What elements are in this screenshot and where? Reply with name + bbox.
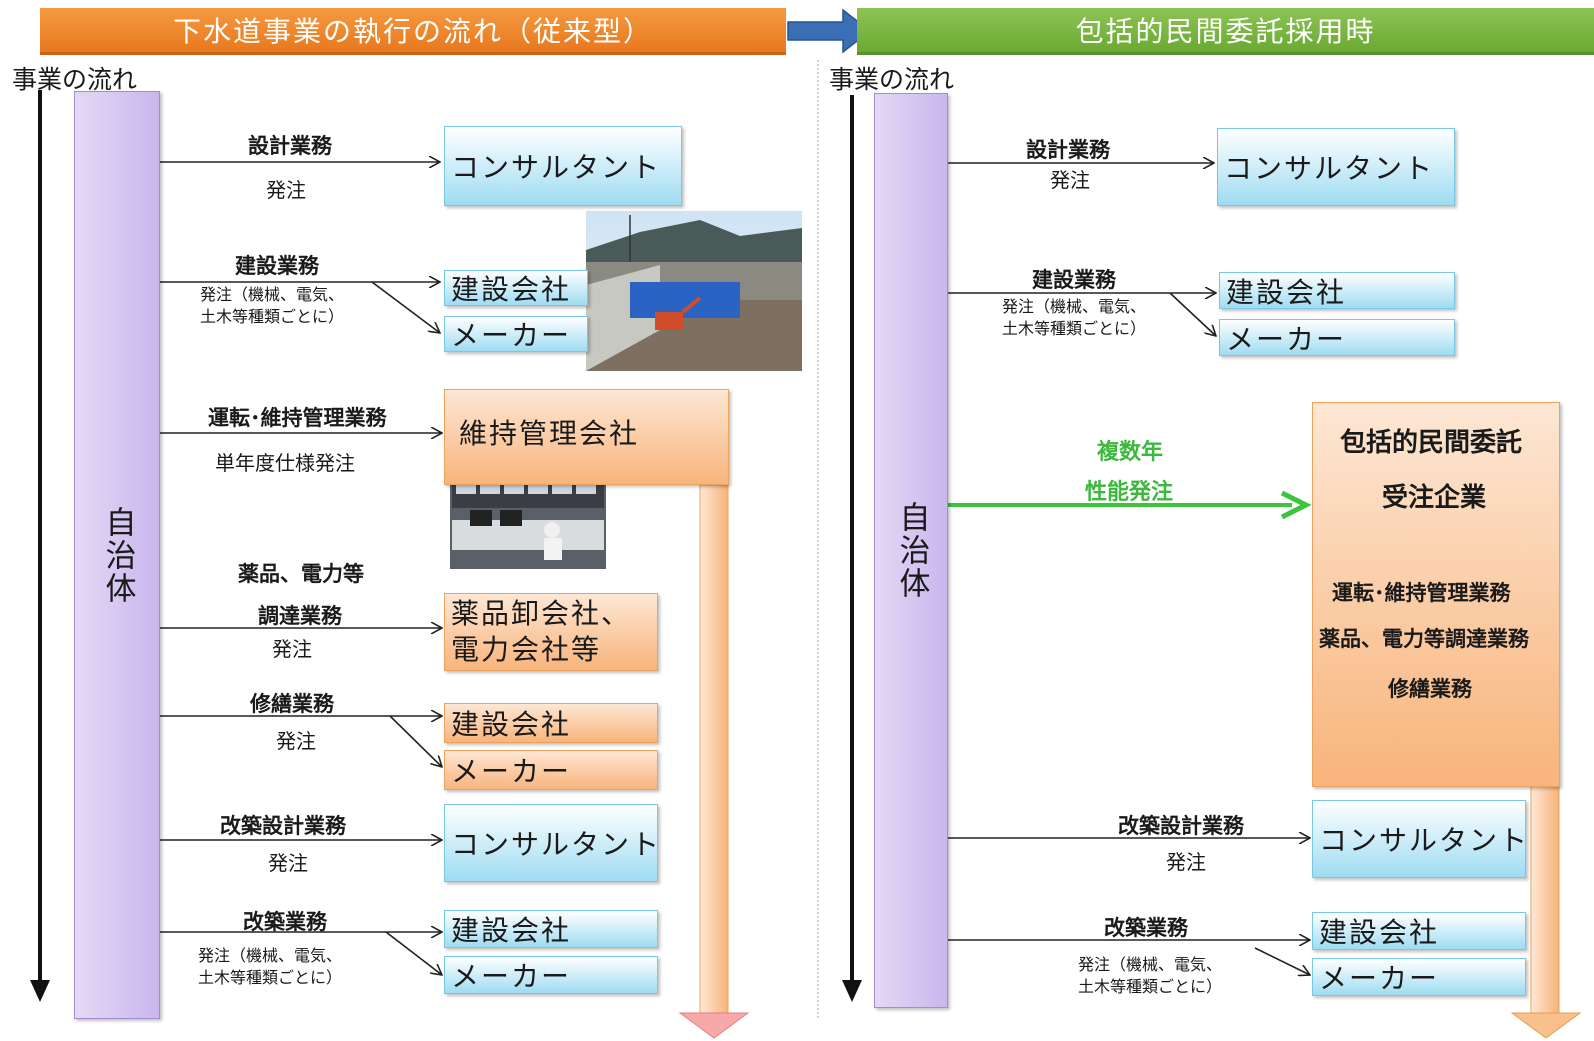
right-redesign-sub: 発注 <box>1166 850 1206 874</box>
left-repair-maker-box: メーカー <box>444 750 658 790</box>
left-rebuild-sub2: 土木等種類ごとに） <box>198 968 343 987</box>
right-rebuild-sub2: 土木等種類ごとに） <box>1078 977 1223 996</box>
right-construct-company-box: 建設会社 <box>1219 272 1455 309</box>
left-repair-sub: 発注 <box>276 729 316 753</box>
left-rebuild-maker-box: メーカー <box>444 956 658 994</box>
left-timeline-arrow <box>30 90 50 1002</box>
right-rebuild-sub1: 発注（機械、電気、 <box>1078 955 1223 974</box>
green-arrow <box>947 490 1312 520</box>
left-rebuild-sub1: 発注（機械、電気、 <box>198 946 343 965</box>
right-connectors <box>945 163 1310 975</box>
left-orange-flow-band <box>678 484 750 1039</box>
right-contractor-item-operation: 運転･維持管理業務 <box>1332 581 1511 605</box>
left-actor-municipality: 自治体 <box>74 91 160 1019</box>
left-design-sub: 発注 <box>266 178 306 202</box>
left-construct-sub2: 土木等種類ごとに） <box>200 307 345 326</box>
right-construct-sub2: 土木等種類ごとに） <box>1002 319 1147 338</box>
left-procure-title1: 薬品、電力等 <box>238 562 364 586</box>
left-connectors <box>160 162 442 975</box>
left-flow-label: 事業の流れ <box>12 65 138 94</box>
right-actor-municipality: 自治体 <box>874 93 948 1008</box>
right-rebuild-company-box: 建設会社 <box>1312 912 1526 950</box>
right-construct-sub1: 発注（機械、電気、 <box>1002 297 1147 316</box>
left-procure-title2: 調達業務 <box>258 604 342 628</box>
left-rebuild-title: 改築業務 <box>243 910 327 934</box>
right-contractor-box <box>1312 402 1560 787</box>
right-contractor-item-procurement: 薬品、電力等調達業務 <box>1319 627 1529 651</box>
left-construct-company-box: 建設会社 <box>444 270 588 306</box>
right-flow-label: 事業の流れ <box>829 65 955 94</box>
transition-arrow <box>787 8 872 54</box>
left-rebuild-company-box: 建設会社 <box>444 910 658 948</box>
left-operate-maintenance-box: 維持管理会社 <box>444 389 729 485</box>
left-repair-company-box: 建設会社 <box>444 703 658 743</box>
left-procure-supplier-box: 薬品卸会社、 電力会社等 <box>444 593 658 671</box>
left-panel-banner: 下水道事業の執行の流れ（従来型） <box>40 8 786 55</box>
right-rebuild-title: 改築業務 <box>1104 916 1188 940</box>
right-design-title: 設計業務 <box>1026 138 1110 162</box>
left-procure-supplier-line1: 薬品卸会社、 <box>451 597 632 630</box>
right-contractor-title1: 包括的民間委託 <box>1340 428 1523 458</box>
left-operate-sub: 単年度仕様発注 <box>215 451 355 475</box>
right-contractor-item-repair: 修繕業務 <box>1388 677 1472 701</box>
right-multiyear-label: 複数年 <box>1097 440 1164 465</box>
left-operate-title: 運転･維持管理業務 <box>208 406 387 430</box>
right-rebuild-maker-box: メーカー <box>1312 958 1526 996</box>
right-redesign-title: 改築設計業務 <box>1118 814 1244 838</box>
right-construct-maker-box: メーカー <box>1219 319 1455 356</box>
left-construct-title: 建設業務 <box>235 254 319 278</box>
right-timeline-arrow <box>842 95 862 1002</box>
left-design-title: 設計業務 <box>248 134 332 158</box>
construction-photo <box>586 211 802 371</box>
left-construct-maker-box: メーカー <box>444 316 588 352</box>
right-panel-banner: 包括的民間委託採用時 <box>857 8 1594 55</box>
left-redesign-consultant-box: コンサルタント <box>444 804 659 882</box>
left-redesign-sub: 発注 <box>268 851 308 875</box>
right-design-sub: 発注 <box>1050 168 1090 192</box>
left-procure-sub: 発注 <box>272 637 312 661</box>
left-design-consultant-box: コンサルタント <box>444 126 682 206</box>
left-repair-title: 修繕業務 <box>250 692 334 716</box>
left-construct-sub1: 発注（機械、電気、 <box>200 285 345 304</box>
right-design-consultant-box: コンサルタント <box>1217 128 1455 206</box>
right-contractor-title2: 受注企業 <box>1382 483 1487 513</box>
left-redesign-title: 改築設計業務 <box>220 814 346 838</box>
right-orange-flow-band <box>1510 782 1582 1039</box>
right-construct-title: 建設業務 <box>1032 268 1116 292</box>
right-redesign-consultant-box: コンサルタント <box>1312 800 1527 878</box>
left-procure-supplier-line2: 電力会社等 <box>451 633 602 666</box>
right-performance-order-label: 性能発注 <box>1085 480 1174 505</box>
